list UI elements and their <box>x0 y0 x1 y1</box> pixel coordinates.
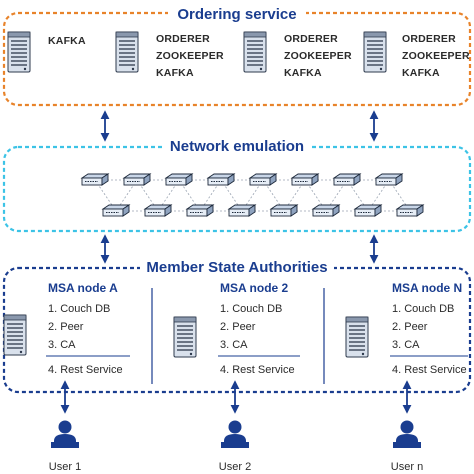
user-label: User n <box>391 461 423 473</box>
msa-node-item: 3. CA <box>392 339 420 351</box>
server-label: KAFKA <box>48 35 86 47</box>
network-title-bg <box>163 136 311 156</box>
network-mesh <box>94 179 411 212</box>
network-switch-icon <box>228 204 256 217</box>
network-switch-icon <box>291 173 319 186</box>
network-switch-icon <box>144 204 172 217</box>
network-switch-icon <box>312 204 340 217</box>
msa-node-item: 1. Couch DB <box>220 303 282 315</box>
server-label: KAFKA <box>156 67 194 79</box>
server-icon <box>115 31 139 73</box>
server-label: ORDERER <box>402 33 456 45</box>
user-1: User 1 <box>49 420 81 473</box>
network-switch-icon <box>249 173 277 186</box>
msa-node-item: 3. CA <box>48 339 76 351</box>
user-icon <box>221 420 249 448</box>
server-label: ZOOKEEPER <box>156 50 224 62</box>
msa-section: Member State Authorities MSA node A 1. C… <box>2 257 472 394</box>
network-emulation-border <box>2 145 472 233</box>
network-emulation-title: Network emulation <box>170 138 304 155</box>
ordering-service-border <box>2 11 472 107</box>
msa-node-item: 2. Peer <box>392 321 428 333</box>
msa-node-item: 3. CA <box>220 339 248 351</box>
msa-node-n: MSA node N 1. Couch DB 2. Peer 3. CA 4. … <box>345 281 468 376</box>
server-label: KAFKA <box>402 67 440 79</box>
network-switch-icon <box>354 204 382 217</box>
network-switch-icon <box>81 173 109 186</box>
network-switch-icon <box>396 204 424 217</box>
network-switch-icon <box>207 173 235 186</box>
msa-node-item: 2. Peer <box>220 321 256 333</box>
msa-node-title: MSA node 2 <box>220 281 289 295</box>
ordering-server-2: ORDERER ZOOKEEPER KAFKA <box>115 31 224 79</box>
server-icon <box>243 31 267 73</box>
msa-node-item: 1. Couch DB <box>48 303 110 315</box>
ordering-service-section: Ordering service KAFKA ORDERER ZOOKEEPER… <box>2 4 472 107</box>
server-icon <box>363 31 387 73</box>
msa-node-title: MSA node A <box>48 281 118 295</box>
server-label: ORDERER <box>156 33 210 45</box>
msa-node-title: MSA node N <box>392 281 462 295</box>
user-n: User n <box>391 420 423 473</box>
ordering-server-3: ORDERER ZOOKEEPER KAFKA <box>243 31 352 79</box>
ordering-title-bg <box>168 4 306 24</box>
server-label: ZOOKEEPER <box>402 50 470 62</box>
msa-node-a: MSA node A 1. Couch DB 2. Peer 3. CA 4. … <box>3 281 130 376</box>
msa-node-service: 4. Rest Service <box>48 364 123 376</box>
msa-node-2: MSA node 2 1. Couch DB 2. Peer 3. CA 4. … <box>173 281 300 376</box>
server-icon <box>7 31 31 73</box>
msa-node-item: 1. Couch DB <box>392 303 454 315</box>
server-label: ORDERER <box>284 33 338 45</box>
ordering-service-title: Ordering service <box>177 6 296 23</box>
ordering-server-1: KAFKA <box>7 31 86 73</box>
msa-title: Member State Authorities <box>146 259 327 276</box>
user-icon <box>393 420 421 448</box>
msa-node-item: 2. Peer <box>48 321 84 333</box>
server-icon <box>3 314 27 356</box>
server-label: KAFKA <box>284 67 322 79</box>
user-icon <box>51 420 79 448</box>
msa-node-service: 4. Rest Service <box>220 364 295 376</box>
network-emulation-section: Network emulation <box>2 136 472 233</box>
network-switch-icon <box>123 173 151 186</box>
msa-title-bg <box>140 257 334 277</box>
network-switch-icon <box>375 173 403 186</box>
network-switch-icon <box>165 173 193 186</box>
network-switch-icon <box>333 173 361 186</box>
server-icon <box>173 316 197 358</box>
ordering-server-4: ORDERER ZOOKEEPER KAFKA <box>363 31 470 79</box>
network-switch-icon <box>102 204 130 217</box>
network-switch-icon <box>270 204 298 217</box>
user-label: User 2 <box>219 461 251 473</box>
user-label: User 1 <box>49 461 81 473</box>
server-label: ZOOKEEPER <box>284 50 352 62</box>
user-2: User 2 <box>219 420 251 473</box>
network-switch-icon <box>186 204 214 217</box>
server-icon <box>345 316 369 358</box>
msa-node-service: 4. Rest Service <box>392 364 467 376</box>
